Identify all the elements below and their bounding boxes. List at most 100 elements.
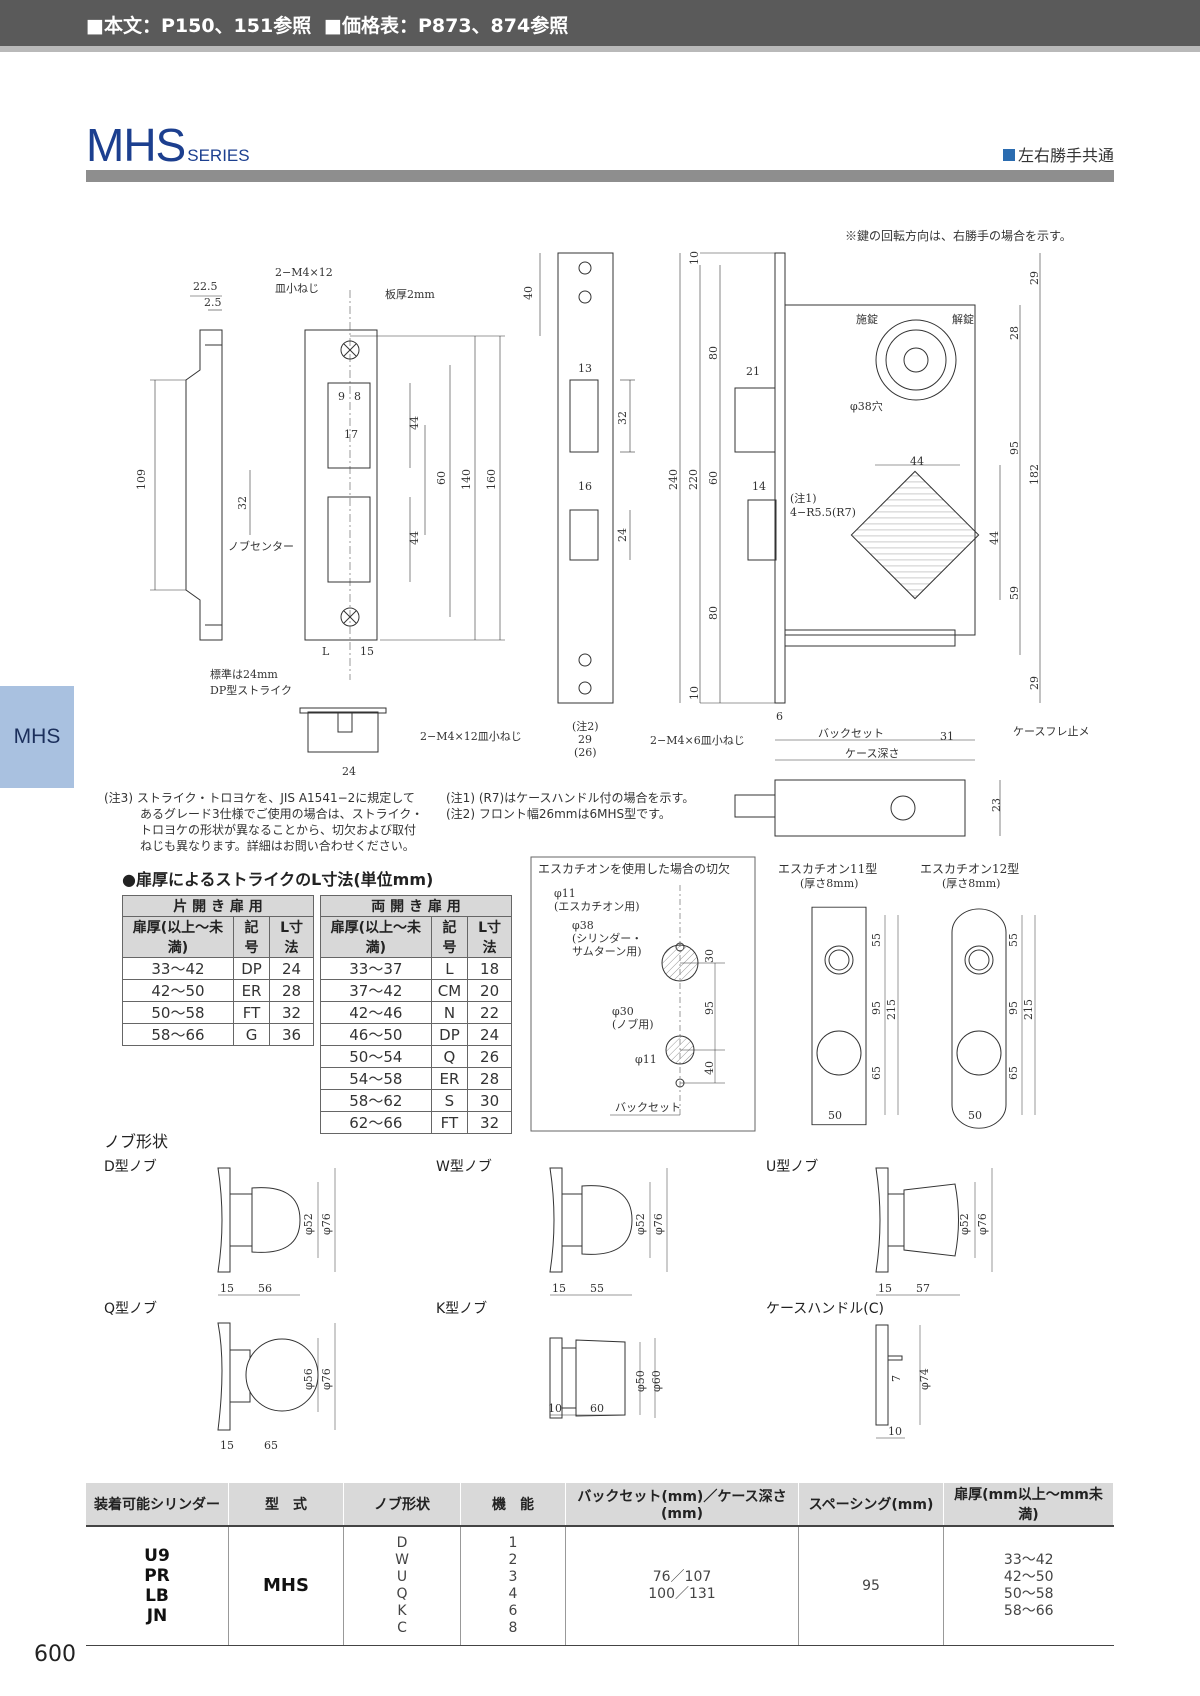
dim-182: 182: [1028, 464, 1041, 485]
knob-w-w1: 15: [552, 1282, 566, 1295]
phi38-note1: (シリンダー・: [572, 931, 642, 945]
dim-95-esc: 95: [870, 1001, 883, 1015]
header-thickness: 扉厚(以上〜未満): [122, 916, 234, 958]
escutcheon-12-label: エスカチオン12型: [920, 862, 1019, 876]
dim-6: 6: [776, 710, 783, 723]
knob-k-label: K型ノブ: [436, 1301, 488, 1317]
knob-q-d2: φ76: [320, 1368, 333, 1390]
knob-w-d2: φ76: [652, 1213, 665, 1235]
knob-q-label: Q型ノブ: [104, 1301, 158, 1317]
dim-44-top: 44: [408, 416, 421, 430]
dim-32-front: 32: [616, 411, 629, 425]
title-rule: [86, 170, 1114, 182]
spec-cylinders: U9 PR LB JN: [86, 1526, 229, 1646]
dim-95: 95: [1008, 441, 1021, 455]
escutcheon-12: [951, 908, 1007, 1129]
spec-header-function: 機 能: [460, 1483, 566, 1527]
backset-label: バックセット: [818, 727, 884, 740]
strike-plate: [304, 329, 378, 641]
header-l: L寸法: [269, 916, 314, 958]
spec-spacing: 95: [798, 1526, 944, 1646]
spec-model: MHS: [228, 1526, 344, 1646]
series-name: MHS: [86, 119, 186, 171]
knob-u-w1: 15: [878, 1282, 892, 1295]
phi38-label: φ38: [572, 919, 594, 932]
dim-29-bottom: 29: [1028, 676, 1041, 690]
dim-60: 60: [435, 471, 448, 485]
dim-140: 140: [460, 469, 473, 490]
dim-21: 21: [746, 365, 760, 378]
dim-30: 30: [703, 949, 716, 963]
knob-w-label: W型ノブ: [436, 1159, 492, 1175]
dim-8: 8: [354, 390, 361, 403]
cutout-backset-label: バックセット: [615, 1101, 681, 1114]
strike-side-profile: [185, 329, 223, 641]
unlock-turn-label: 解錠: [952, 312, 974, 326]
knob-w-d1: φ52: [634, 1213, 647, 1235]
knob-k-drawing: [549, 1337, 626, 1419]
hole38-label: φ38穴: [850, 399, 883, 413]
dim-L: L: [322, 645, 330, 658]
dim-95-12: 95: [1007, 1001, 1020, 1015]
technical-drawing: ※鍵の回転方向は、右勝手の場合を示す。 22.5 2.5 109 32 ノブセン…: [135, 228, 1089, 837]
spec-header-spacing: スペーシング(mm): [798, 1483, 944, 1527]
dim-215: 215: [885, 999, 898, 1020]
phi38-note2: サムターン用): [572, 945, 642, 958]
dim-44-case: 44: [910, 455, 924, 468]
case-stopper-label: ケースフレ止メ: [1013, 725, 1089, 738]
knob-u-label: U型ノブ: [766, 1159, 819, 1175]
dp-strike-label: DP型ストライク: [210, 683, 292, 697]
dim-65: 65: [870, 1066, 883, 1080]
dim-26: (26): [574, 746, 597, 759]
dim-215-12: 215: [1022, 999, 1035, 1020]
header-ref-price: ■価格表：P873、874参照: [324, 15, 569, 37]
spec-header-backset: バックセット(mm)／ケース深さ(mm): [565, 1483, 799, 1527]
dim-10-bottom: 10: [688, 686, 701, 700]
spec-header-model: 型 式: [228, 1483, 344, 1527]
strike-table-title: ●扉厚によるストライクのL寸法(単位mm): [122, 870, 434, 889]
double-door-title: 両 開 き 扉 用: [320, 895, 512, 917]
spec-backsets: 76／107 100／131: [565, 1526, 799, 1646]
knob-q-d1: φ56: [302, 1368, 315, 1390]
dim-80-top: 80: [707, 346, 720, 360]
phi30-note: (ノブ用): [612, 1017, 654, 1031]
dim-220: 220: [687, 469, 700, 490]
knob-w-drawing: [549, 1167, 633, 1273]
dim-109: 109: [135, 469, 148, 490]
knob-d-d1: φ52: [302, 1213, 315, 1235]
dim-31: 31: [940, 730, 954, 743]
knob-d-d2: φ76: [320, 1213, 333, 1235]
knob-d-w1: 15: [220, 1282, 234, 1295]
dim-22-5: 22.5: [193, 280, 218, 293]
escutcheon-12-thickness: (厚さ8mm): [942, 877, 1000, 890]
dim-60-case: 60: [707, 471, 720, 485]
series-suffix: SERIES: [187, 146, 250, 165]
cutout-title: エスカチオンを使用した場合の切欠: [538, 861, 730, 876]
lock-turn-label: 施錠: [856, 312, 878, 326]
escutcheon-drawing: エスカチオンを使用した場合の切欠 φ11 (エスカチオン用) φ38 (シリンダ…: [530, 856, 1036, 1132]
standard-note: 標準は24mm: [210, 667, 278, 681]
note1-label: (注1): [790, 491, 817, 505]
knob-k-d1: φ50: [634, 1370, 647, 1392]
lock-case: [774, 252, 786, 704]
dim-29: 29: [578, 733, 592, 746]
knob-q-w2: 65: [264, 1439, 278, 1450]
escutcheon-11-label: エスカチオン11型: [778, 862, 877, 876]
dim-240: 240: [667, 469, 680, 490]
knob-d-w2: 56: [258, 1282, 272, 1295]
dim-65-12: 65: [1007, 1066, 1020, 1080]
spec-table: 装着可能シリンダー 型 式 ノブ形状 機 能 バックセット(mm)／ケース深さ(…: [86, 1483, 1114, 1646]
top-note: ※鍵の回転方向は、右勝手の場合を示す。: [845, 228, 1072, 243]
side-tab: MHS: [0, 686, 74, 788]
knob-q-w1: 15: [220, 1439, 234, 1450]
header-thickness: 扉厚(以上〜未満): [320, 916, 432, 958]
dim-28: 28: [1008, 326, 1021, 340]
knob-c-d1: 7: [890, 1375, 903, 1382]
